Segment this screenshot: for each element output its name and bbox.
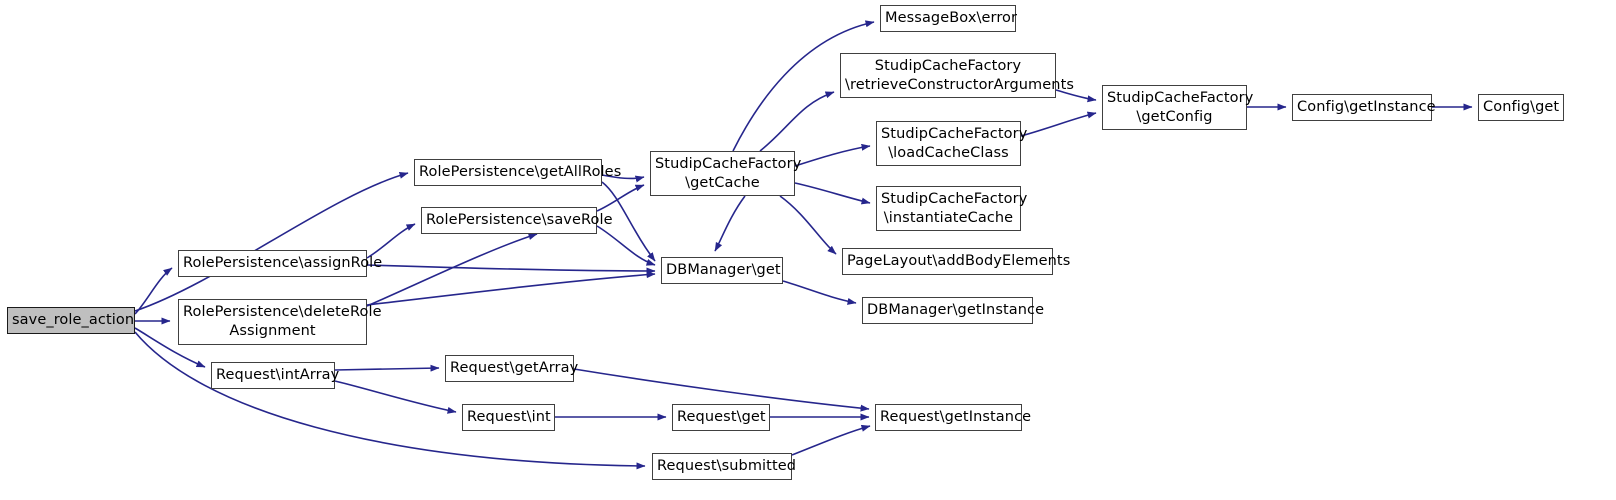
graph-node-label: Request\intArray xyxy=(216,367,340,383)
graph-node-getArray[interactable]: Request\getArray xyxy=(445,355,579,382)
graph-node-label: StudipCacheFactory \instantiateCache xyxy=(881,190,1028,226)
graph-edge-saveRole-to-dbmanagerGet xyxy=(596,225,656,266)
graph-node-deleteRoleAssignment[interactable]: RolePersistence\deleteRole Assignment xyxy=(178,299,382,345)
graph-node-label: Config\getInstance xyxy=(1297,99,1436,115)
graph-node-label: Request\int xyxy=(467,409,551,425)
graph-node-instantiateCache[interactable]: StudipCacheFactory \instantiateCache xyxy=(876,186,1028,231)
graph-edge-getCache-to-addBodyElements xyxy=(779,195,837,255)
graph-node-label: RolePersistence\saveRole xyxy=(426,212,613,228)
graph-edge-deleteRoleAssignment-to-dbmanagerGet xyxy=(366,271,656,306)
graph-node-getAllRoles[interactable]: RolePersistence\getAllRoles xyxy=(414,159,622,186)
graph-node-requestGetInstance[interactable]: Request\getInstance xyxy=(875,404,1032,431)
graph-edge-dbmanagerGet-to-dbmanagerGetInstance xyxy=(782,280,857,305)
graph-edge-assignRole-to-dbmanagerGet xyxy=(366,264,656,275)
graph-edge-loadCacheClass-to-getConfig xyxy=(1020,111,1097,137)
graph-edge-save_role_action-to-assignRole xyxy=(134,267,173,315)
graph-edge-getCache-to-retrieveConstructorArguments xyxy=(759,91,835,152)
graph-edge-getCache-to-loadCacheClass xyxy=(794,143,871,167)
graph-node-label: Request\submitted xyxy=(657,458,797,474)
graph-node-assignRole[interactable]: RolePersistence\assignRole xyxy=(178,250,383,277)
graph-node-loadCacheClass[interactable]: StudipCacheFactory \loadCacheClass xyxy=(876,121,1028,166)
graph-node-intArray[interactable]: Request\intArray xyxy=(211,362,340,389)
graph-node-label: DBManager\getInstance xyxy=(867,302,1045,318)
graph-node-submitted[interactable]: Request\submitted xyxy=(652,453,797,480)
edges-group xyxy=(134,20,1473,470)
graph-node-label: RolePersistence\deleteRole Assignment xyxy=(183,304,382,339)
graph-node-label: DBManager\get xyxy=(666,262,781,278)
graph-node-configGetInstance[interactable]: Config\getInstance xyxy=(1292,94,1436,121)
graph-node-label: StudipCacheFactory \getCache xyxy=(655,155,802,191)
graph-node-save_role_action[interactable]: save_role_action xyxy=(7,307,135,334)
graph-node-label: PageLayout\addBodyElements xyxy=(847,253,1071,269)
graph-node-getConfig[interactable]: StudipCacheFactory \getConfig xyxy=(1102,85,1254,130)
graph-node-saveRole[interactable]: RolePersistence\saveRole xyxy=(421,207,613,234)
graph-edge-save_role_action-to-submitted xyxy=(134,331,646,470)
graph-edge-intArray-to-requestInt xyxy=(334,380,457,414)
graph-node-label: RolePersistence\assignRole xyxy=(183,255,383,271)
graph-node-dbmanagerGet[interactable]: DBManager\get xyxy=(661,257,783,284)
graph-edge-intArray-to-getArray xyxy=(334,364,440,372)
graph-node-requestInt[interactable]: Request\int xyxy=(462,404,555,431)
graph-edge-saveRole-to-getCache xyxy=(596,184,645,212)
graph-node-retrieveConstructorArguments[interactable]: StudipCacheFactory \retrieveConstructorA… xyxy=(840,53,1075,98)
graph-node-label: StudipCacheFactory \getConfig xyxy=(1107,89,1254,125)
graph-node-getCache[interactable]: StudipCacheFactory \getCache xyxy=(650,151,802,196)
graph-node-messageBoxError[interactable]: MessageBox\error xyxy=(880,5,1018,32)
graph-node-label: StudipCacheFactory \loadCacheClass xyxy=(881,125,1028,161)
graph-node-label: Config\get xyxy=(1483,99,1560,115)
graph-edge-deleteRoleAssignment-to-saveRole xyxy=(366,233,538,307)
graph-edge-getArray-to-requestGetInstance xyxy=(573,368,870,412)
graph-node-label: save_role_action xyxy=(12,312,135,328)
graph-edge-submitted-to-requestGetInstance xyxy=(791,424,871,456)
graph-node-label: Request\getInstance xyxy=(880,409,1032,425)
graph-edge-save_role_action-to-getAllRoles xyxy=(134,171,409,312)
graph-node-label: MessageBox\error xyxy=(885,10,1018,26)
graph-node-label: StudipCacheFactory \retrieveConstructorA… xyxy=(845,57,1075,93)
graph-node-addBodyElements[interactable]: PageLayout\addBodyElements xyxy=(842,248,1071,275)
graph-edge-getCache-to-dbmanagerGet xyxy=(714,195,746,252)
graph-edge-getCache-to-instantiateCache xyxy=(794,182,871,205)
graph-edge-assignRole-to-saveRole xyxy=(366,223,416,259)
graph-node-label: Request\get xyxy=(677,409,766,425)
graph-node-label: RolePersistence\getAllRoles xyxy=(419,164,622,180)
graph-node-label: Request\getArray xyxy=(450,360,579,376)
graph-node-requestGet[interactable]: Request\get xyxy=(672,404,770,431)
graph-node-configGet[interactable]: Config\get xyxy=(1478,94,1564,121)
graph-node-dbmanagerGetInstance[interactable]: DBManager\getInstance xyxy=(862,297,1045,324)
